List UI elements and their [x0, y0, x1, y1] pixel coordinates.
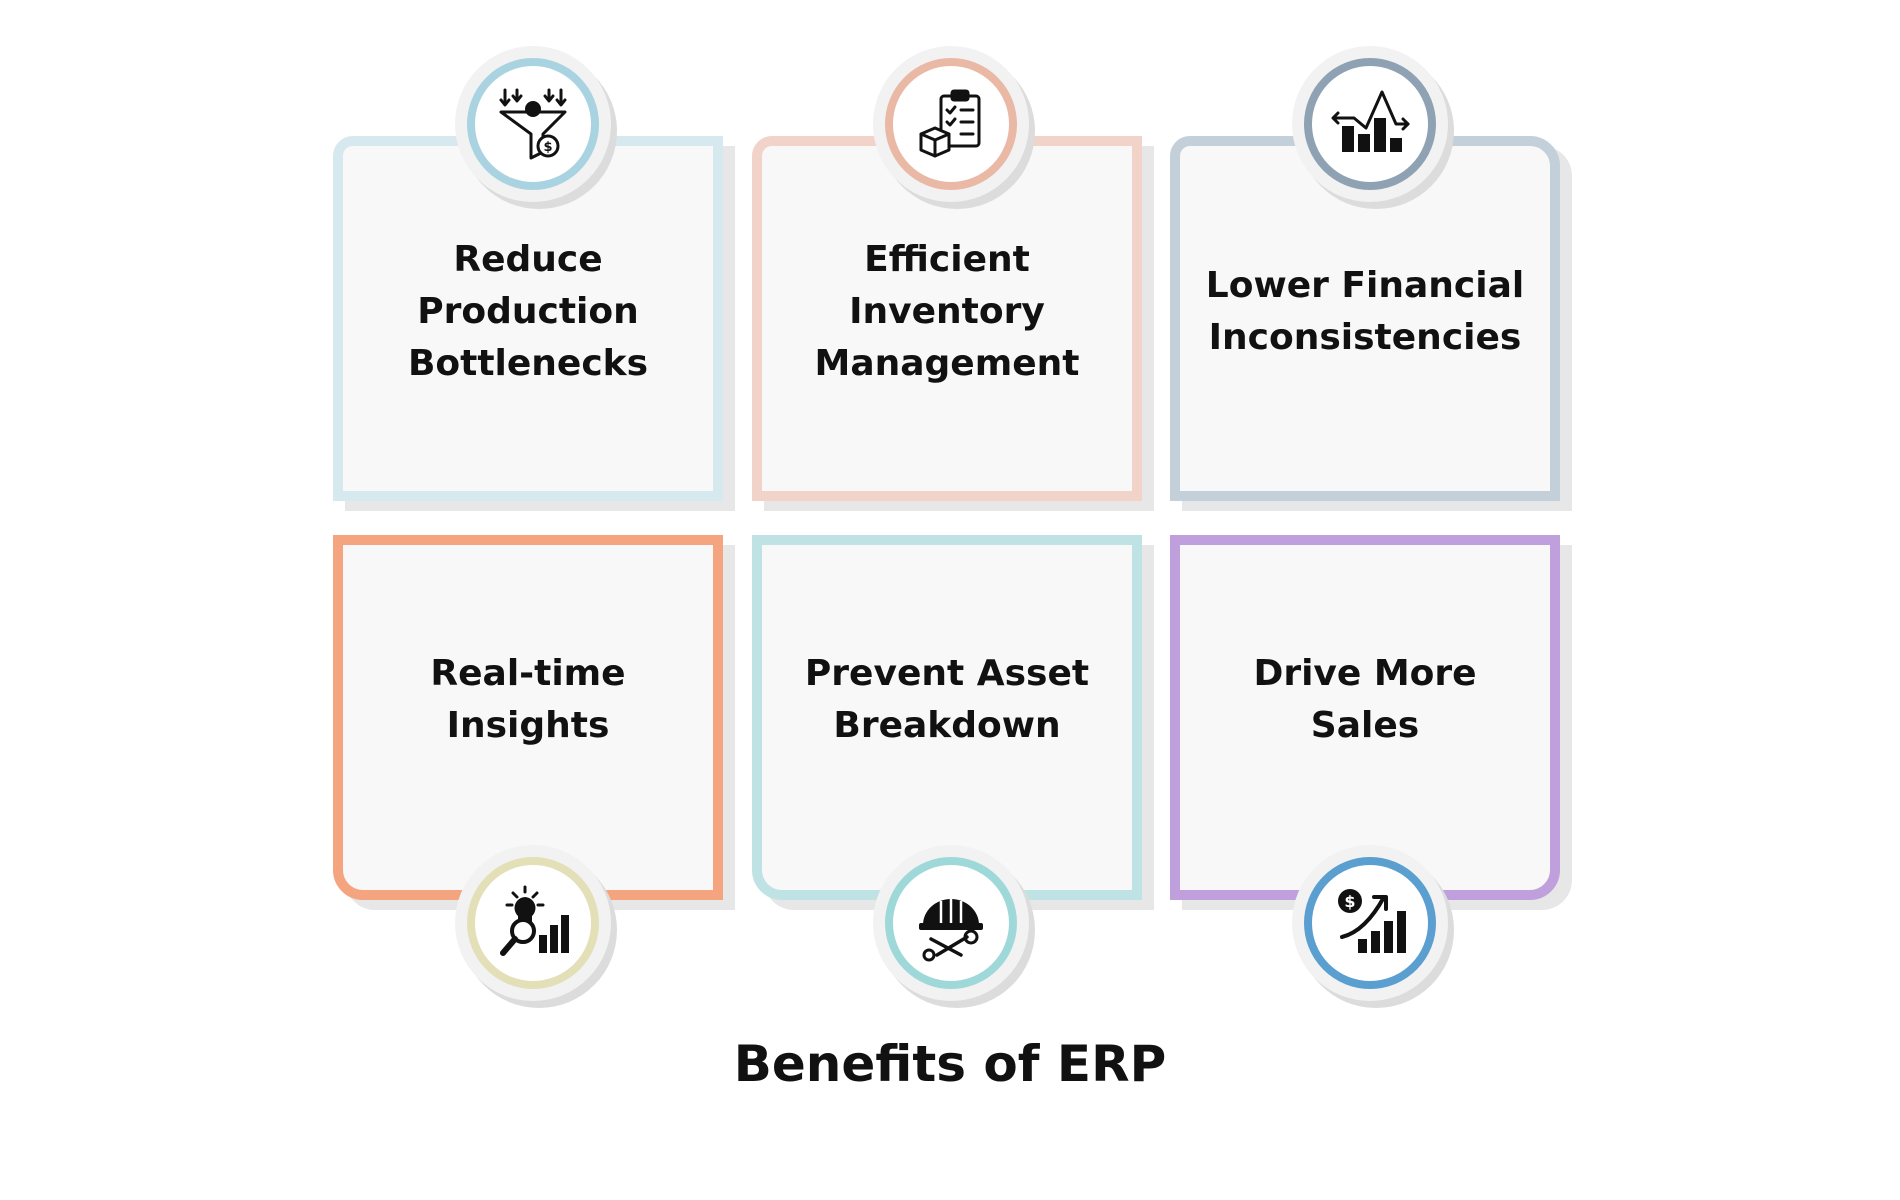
hardhat-wrench-icon: [919, 899, 983, 962]
card-label-line: Efficient: [864, 238, 1030, 280]
icon-ring: [467, 857, 599, 989]
card-label-line: Prevent Asset: [804, 653, 1090, 695]
icon-ring: $: [467, 58, 599, 190]
badge-real-time-insights: [455, 845, 611, 1001]
card-label-line: Sales: [1310, 705, 1420, 747]
funnel-gear-dollar-icon: $: [499, 88, 567, 160]
card-label: Real-time Insights: [343, 648, 713, 752]
lightbulb-magnifier-chart-icon: [500, 885, 569, 956]
card-label: Drive More Sales: [1180, 648, 1550, 752]
badge-reduce-production-bottlenecks: $: [455, 46, 611, 202]
badge-prevent-asset-breakdown: [873, 845, 1029, 1001]
card-label-line: Insights: [446, 705, 610, 747]
card-label: Efficient Inventory Management: [762, 234, 1132, 390]
card-label: Lower Financial Inconsistencies: [1180, 260, 1550, 364]
card-label-line: Breakdown: [833, 705, 1061, 747]
card-label-line: Bottlenecks: [407, 342, 649, 384]
page-title: Benefits of ERP: [733, 1035, 1167, 1093]
badge-lower-financial-inconsistencies: [1292, 46, 1448, 202]
icon-ring: [885, 58, 1017, 190]
card-label-line: Inventory: [849, 290, 1045, 332]
card-prevent-asset-breakdown: Prevent Asset Breakdown: [752, 535, 1142, 900]
dollar-growth-chart-icon: $: [1338, 889, 1406, 953]
card-label-line: Reduce: [453, 238, 603, 280]
bar-chart-trend-icon: [1331, 90, 1410, 152]
badge-drive-more-sales: $: [1292, 845, 1448, 1001]
card-drive-more-sales: Drive More Sales: [1170, 535, 1560, 900]
badge-efficient-inventory-management: [873, 46, 1029, 202]
icon-ring: [1304, 58, 1436, 190]
card-lower-financial-inconsistencies: Lower Financial Inconsistencies: [1170, 136, 1560, 501]
card-label-line: Drive More: [1253, 653, 1477, 695]
svg-text:$: $: [543, 140, 552, 155]
card-label: Reduce Production Bottlenecks: [343, 234, 713, 390]
card-label-line: Inconsistencies: [1208, 316, 1522, 358]
card-label-line: Lower Financial: [1205, 264, 1525, 306]
card-label-line: Production: [417, 290, 639, 332]
svg-text:$: $: [1344, 892, 1355, 911]
icon-ring: $: [1304, 857, 1436, 989]
icon-ring: [885, 857, 1017, 989]
card-label-line: Real-time: [430, 653, 626, 695]
card-label: Prevent Asset Breakdown: [762, 648, 1132, 752]
card-label-line: Management: [814, 342, 1080, 384]
clipboard-box-icon: [919, 89, 981, 158]
